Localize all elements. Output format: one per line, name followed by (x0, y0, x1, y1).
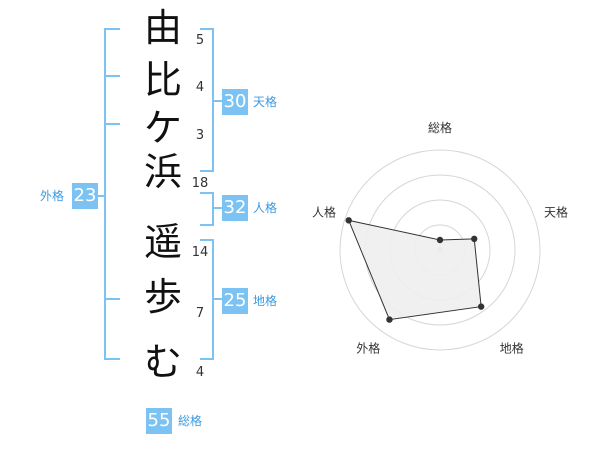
gaikaku-score: 23 (72, 183, 98, 209)
soukaku-label: 総格 (178, 414, 203, 428)
jinkaku-tick (212, 207, 222, 209)
chikaku-score: 25 (222, 288, 248, 314)
radar-axis-label-5: 人格 (312, 204, 336, 219)
gaikaku-bracket (104, 28, 120, 360)
name-char-1: 由 (143, 6, 182, 50)
name-char-5: 遥 (143, 220, 182, 264)
tenkaku-score: 30 (222, 89, 248, 115)
stroke-count-5: 14 (191, 245, 209, 260)
name-char-2: 比 (143, 58, 182, 102)
bracket-tick-left-3 (104, 298, 120, 300)
name-char-6: 歩 (143, 275, 182, 319)
stroke-count-4: 18 (191, 176, 209, 191)
radar-point-1 (436, 236, 444, 244)
soukaku-score: 55 (146, 408, 172, 434)
chikaku-label: 地格 (253, 294, 278, 308)
radar-point-5 (345, 217, 352, 224)
name-char-7: む (143, 340, 182, 384)
tenkaku-tick (212, 100, 222, 102)
radar-point-3 (477, 303, 485, 310)
name-char-4: 浜 (143, 150, 182, 194)
jinkaku-label: 人格 (253, 201, 278, 215)
radar-grid-ring (339, 149, 541, 351)
tenkaku-label: 天格 (253, 95, 278, 109)
jinkaku-bracket (200, 192, 214, 226)
stroke-count-2: 4 (195, 80, 205, 95)
gaikaku-tick (96, 195, 106, 197)
radar-point-4 (386, 316, 393, 323)
jinkaku-score: 32 (222, 195, 248, 221)
bracket-tick-left-2 (104, 123, 120, 125)
stroke-count-1: 5 (195, 33, 205, 48)
stroke-count-3: 3 (195, 128, 205, 143)
stroke-count-6: 7 (195, 306, 205, 321)
chikaku-tick (212, 298, 222, 300)
radar-point-2 (471, 235, 478, 243)
gaikaku-label: 外格 (40, 189, 65, 203)
radar-polygon (347, 219, 482, 321)
radar-axis-label-1: 総格 (428, 120, 452, 135)
radar-axis-label-2: 天格 (544, 204, 568, 219)
bracket-tick-left-1 (104, 75, 120, 77)
radar-axis-label-4: 外格 (356, 341, 380, 356)
name-char-3: ケ (143, 106, 182, 150)
stroke-count-7: 4 (195, 365, 205, 380)
radar-axis-label-3: 地格 (500, 341, 524, 356)
